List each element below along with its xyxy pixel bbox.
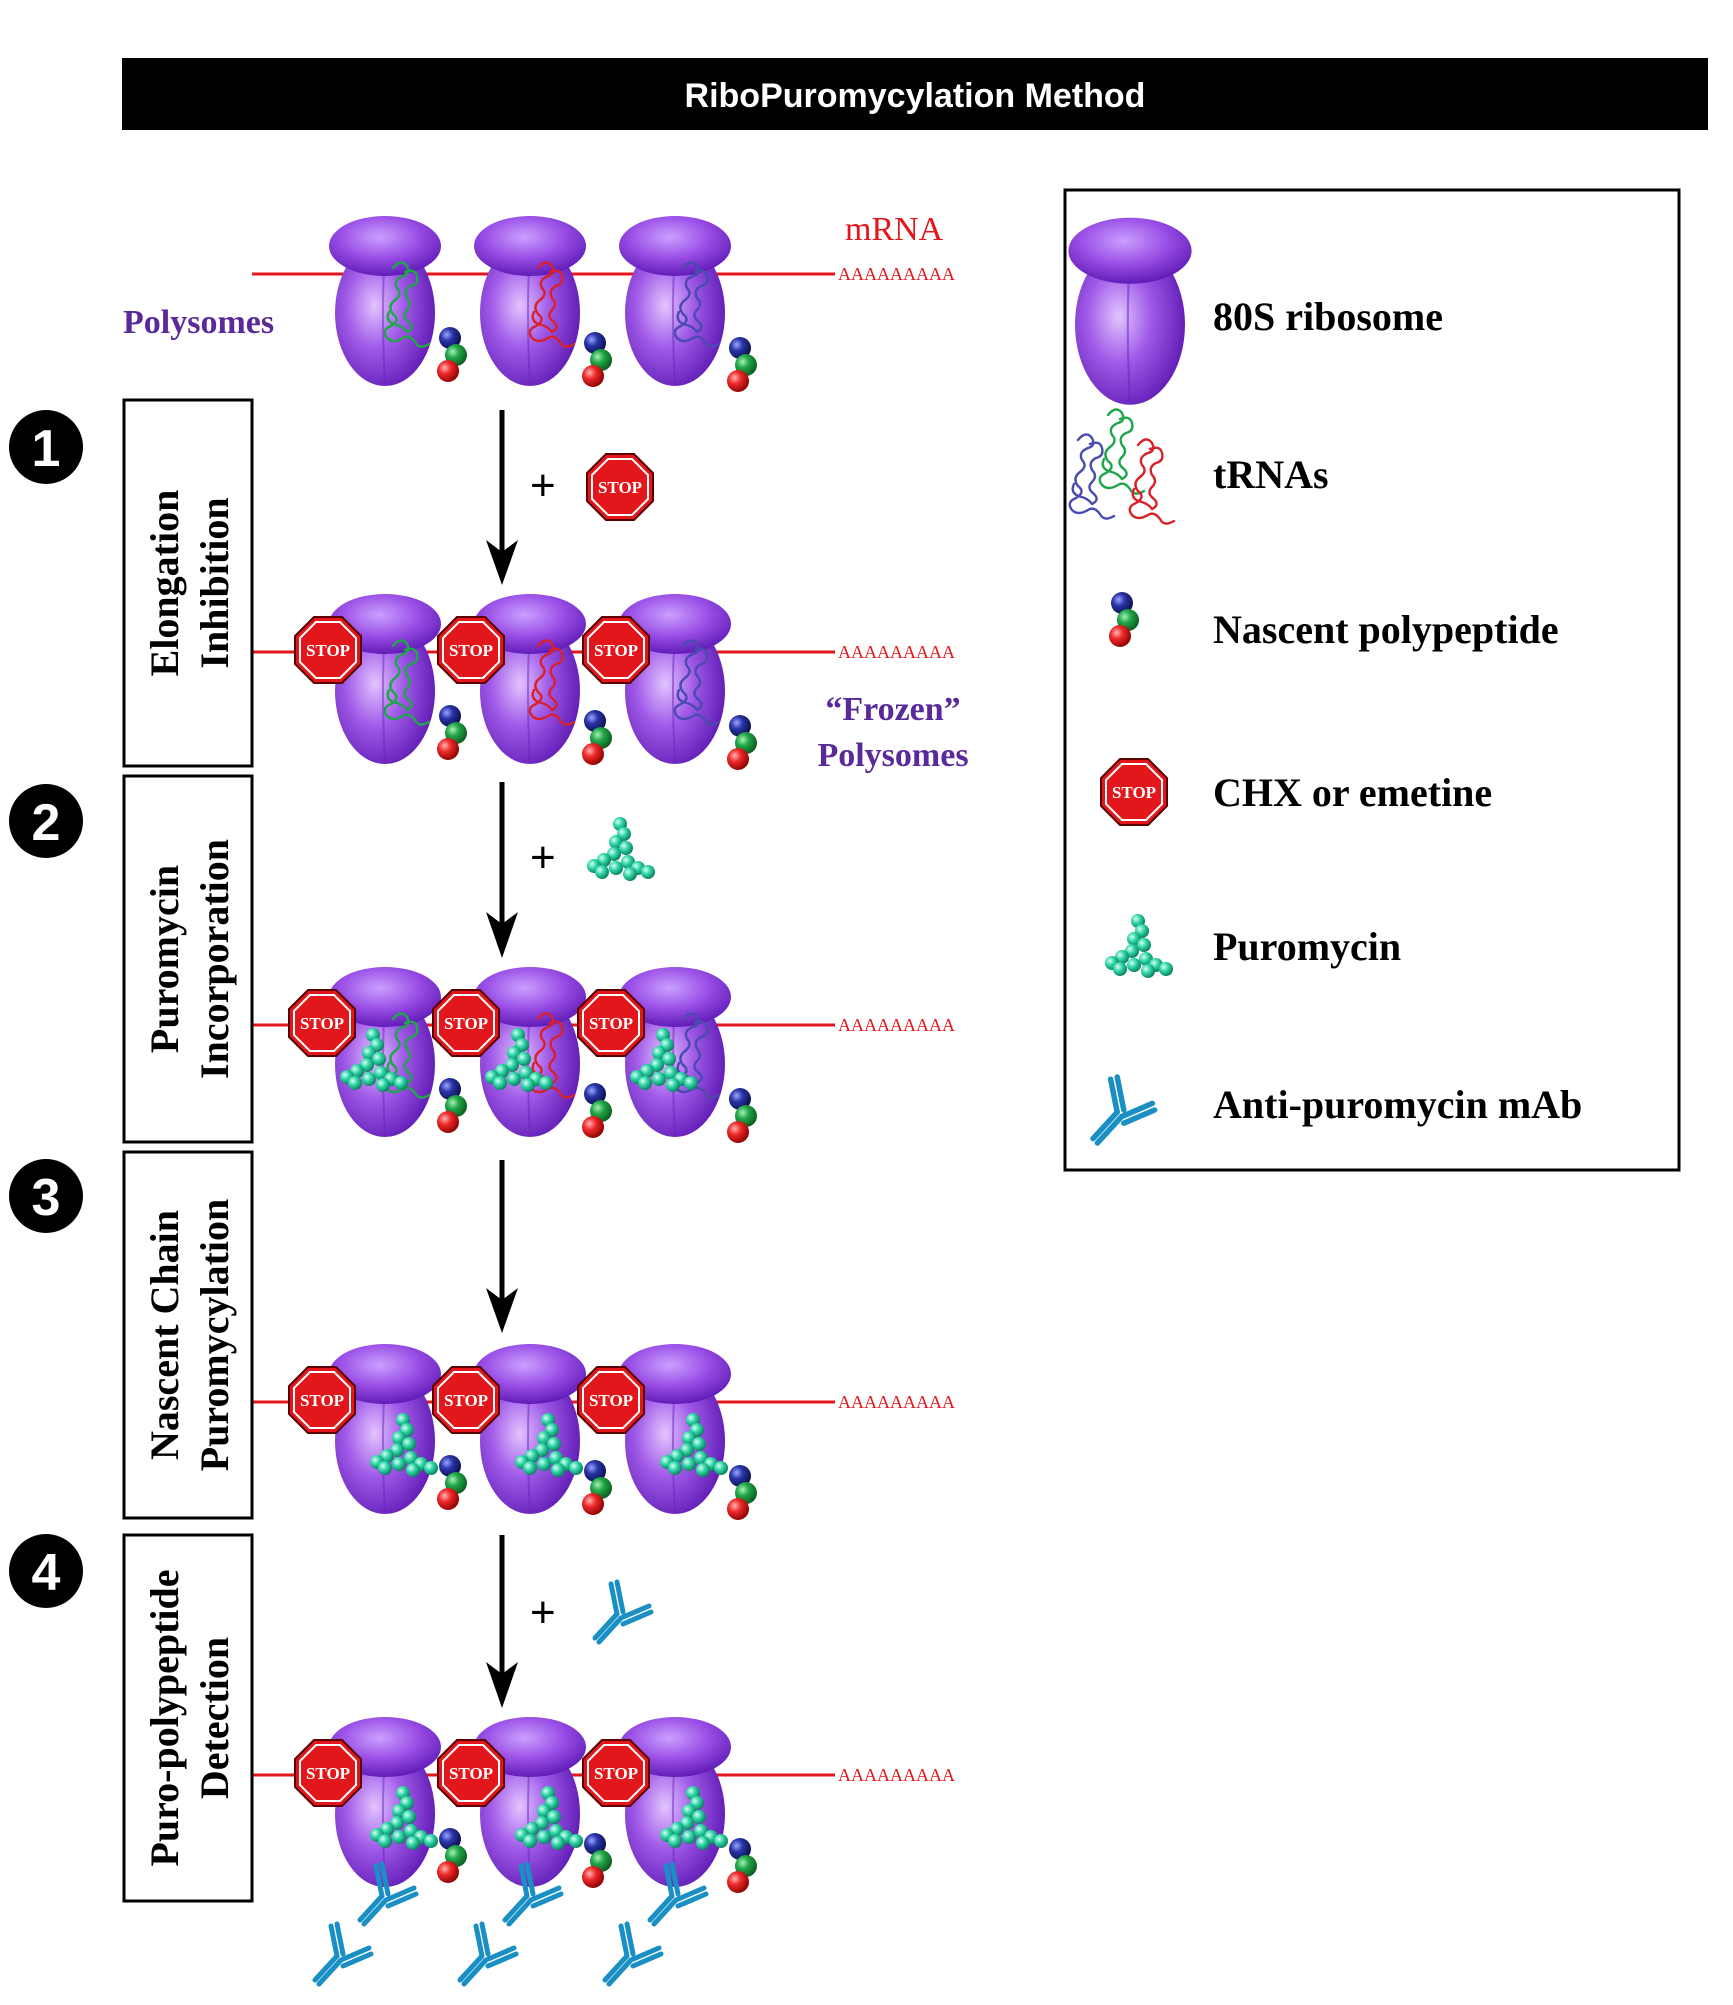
step-label-line2: Incorporation bbox=[192, 839, 237, 1079]
detection-row: AAAAAAAAA bbox=[252, 1716, 955, 1984]
svg-text:AAAAAAAAA: AAAAAAAAA bbox=[838, 1765, 955, 1785]
step-label-box bbox=[122, 1533, 254, 1903]
mrna-label: mRNA bbox=[845, 211, 944, 248]
step-number-badge bbox=[9, 1159, 83, 1233]
arrow-step-4: + bbox=[486, 1535, 651, 1708]
legend-label: Nascent polypeptide bbox=[1213, 607, 1559, 652]
step-label-line1: Puro-polypeptide bbox=[142, 1569, 187, 1866]
page-title: RiboPuromycylation Method bbox=[685, 77, 1146, 115]
step-label-box bbox=[122, 774, 254, 1144]
legend: 80S ribosome tRNAs Nascent polypeptide C… bbox=[1063, 188, 1681, 1172]
ribosome bbox=[473, 215, 612, 387]
svg-text:+: + bbox=[530, 833, 556, 882]
legend-item-polypeptide: Nascent polypeptide bbox=[1109, 592, 1559, 652]
arrow-step-3 bbox=[486, 1160, 518, 1333]
stop-sign-icon bbox=[1100, 758, 1168, 826]
legend-label: Puromycin bbox=[1213, 924, 1401, 969]
stop-sign-icon bbox=[582, 616, 650, 684]
legend-label: 80S ribosome bbox=[1213, 294, 1443, 339]
step-label-line2: Inhibition bbox=[192, 497, 237, 668]
step-label-line1: Nascent Chain bbox=[142, 1210, 187, 1460]
ribosome bbox=[328, 215, 467, 387]
step-number-badge bbox=[9, 410, 83, 484]
polysomes-row: AAAAAAAAA mRNA Polysomes bbox=[123, 211, 955, 392]
title-bar bbox=[122, 58, 1708, 130]
legend-item-trnas: tRNAs bbox=[1068, 408, 1329, 525]
arrow-step-1: + bbox=[486, 410, 654, 585]
step-4: 4 Puro-polypeptide Detection bbox=[9, 1533, 254, 1903]
step-3: 3 Nascent Chain Puromycylation bbox=[9, 1150, 254, 1520]
stop-sign-icon bbox=[294, 616, 362, 684]
step-number: 3 bbox=[32, 1169, 61, 1227]
step-number: 2 bbox=[32, 794, 61, 852]
svg-text:AAAAAAAAA: AAAAAAAAA bbox=[838, 642, 955, 662]
step-label-line1: Puromycin bbox=[142, 865, 187, 1053]
legend-item-stop: CHX or emetine bbox=[1100, 758, 1492, 826]
svg-text:AAAAAAAAA: AAAAAAAAA bbox=[838, 1392, 955, 1412]
antibody-icon bbox=[595, 1582, 651, 1642]
puromycin-icon bbox=[587, 817, 655, 881]
arrow-step-2: + bbox=[486, 782, 655, 958]
polysomes-label: Polysomes bbox=[123, 304, 274, 341]
ribosome bbox=[618, 215, 757, 392]
frozen-label-line1: “Frozen” bbox=[825, 691, 960, 728]
legend-item-ribosome: 80S ribosome bbox=[1067, 216, 1443, 406]
puromycin-incorporation-row: AAAAAAAAA bbox=[252, 966, 955, 1143]
frozen-label-line2: Polysomes bbox=[817, 737, 968, 774]
step-number-badge bbox=[9, 1534, 83, 1608]
step-1: 1 Elongation Inhibition bbox=[9, 398, 254, 768]
step-2: 2 Puromycin Incorporation bbox=[9, 774, 254, 1144]
step-label-line1: Elongation bbox=[142, 490, 187, 677]
legend-item-antibody: Anti-puromycin mAb bbox=[1093, 1077, 1582, 1143]
stop-sign-icon bbox=[437, 616, 505, 684]
polya-tail: AAAAAAAAA bbox=[838, 264, 955, 284]
legend-label: Anti-puromycin mAb bbox=[1213, 1082, 1582, 1127]
frozen-polysomes-row: AAAAAAAAA “Frozen” Polysomes bbox=[252, 593, 969, 774]
step-label-box bbox=[122, 1150, 254, 1520]
step-number-badge bbox=[9, 784, 83, 858]
step-number: 1 bbox=[32, 420, 61, 478]
puromycylation-row: AAAAAAAAA bbox=[252, 1343, 955, 1520]
step-label-line2: Detection bbox=[192, 1637, 237, 1799]
legend-label: tRNAs bbox=[1213, 452, 1329, 497]
step-number: 4 bbox=[32, 1544, 61, 1602]
legend-label: CHX or emetine bbox=[1213, 770, 1492, 815]
stop-sign-icon bbox=[586, 453, 654, 521]
svg-text:+: + bbox=[530, 1588, 556, 1637]
step-label-line2: Puromycylation bbox=[192, 1199, 237, 1472]
svg-text:AAAAAAAAA: AAAAAAAAA bbox=[838, 1015, 955, 1035]
step-label-box bbox=[122, 398, 254, 768]
legend-item-puromycin: Puromycin bbox=[1105, 914, 1401, 978]
plus-sign: + bbox=[530, 461, 556, 510]
